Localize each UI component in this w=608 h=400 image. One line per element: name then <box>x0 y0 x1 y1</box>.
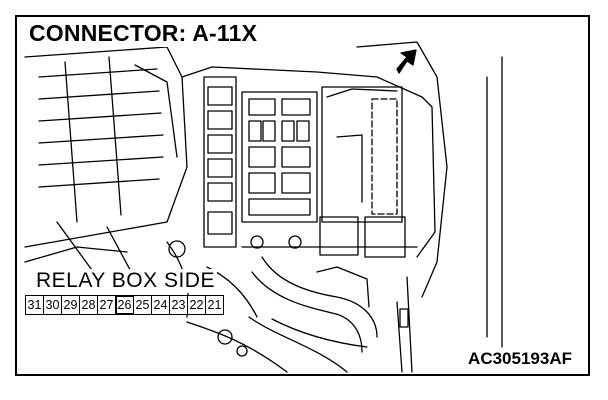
right-body-panel <box>356 41 503 373</box>
connector-pin-21: 21 <box>207 298 222 312</box>
connector-pin-28: 28 <box>80 296 98 314</box>
wiring-harness <box>166 240 378 373</box>
connector-pin-25: 25 <box>134 296 152 314</box>
connector-pin-31: 31 <box>26 296 44 314</box>
connector-pin-24: 24 <box>152 296 170 314</box>
connector-title: CONNECTOR: A-11X <box>26 19 261 47</box>
connector-pin-26: 26 <box>116 296 134 314</box>
left-air-box <box>24 46 188 280</box>
relay-box <box>181 66 423 258</box>
pointer-arrow <box>396 49 417 74</box>
connector-pin-27: 27 <box>98 296 116 314</box>
connector-pin-30: 30 <box>44 296 62 314</box>
figure-code: AC305193AF <box>466 349 574 369</box>
engine-bay-line-drawing <box>24 41 503 373</box>
relay-box-side-label: RELAY BOX SIDE <box>34 269 217 293</box>
connector-pin-23: 23 <box>170 296 188 314</box>
connector-pin-22: 22 <box>188 296 206 314</box>
connector-pin-29: 29 <box>62 296 80 314</box>
